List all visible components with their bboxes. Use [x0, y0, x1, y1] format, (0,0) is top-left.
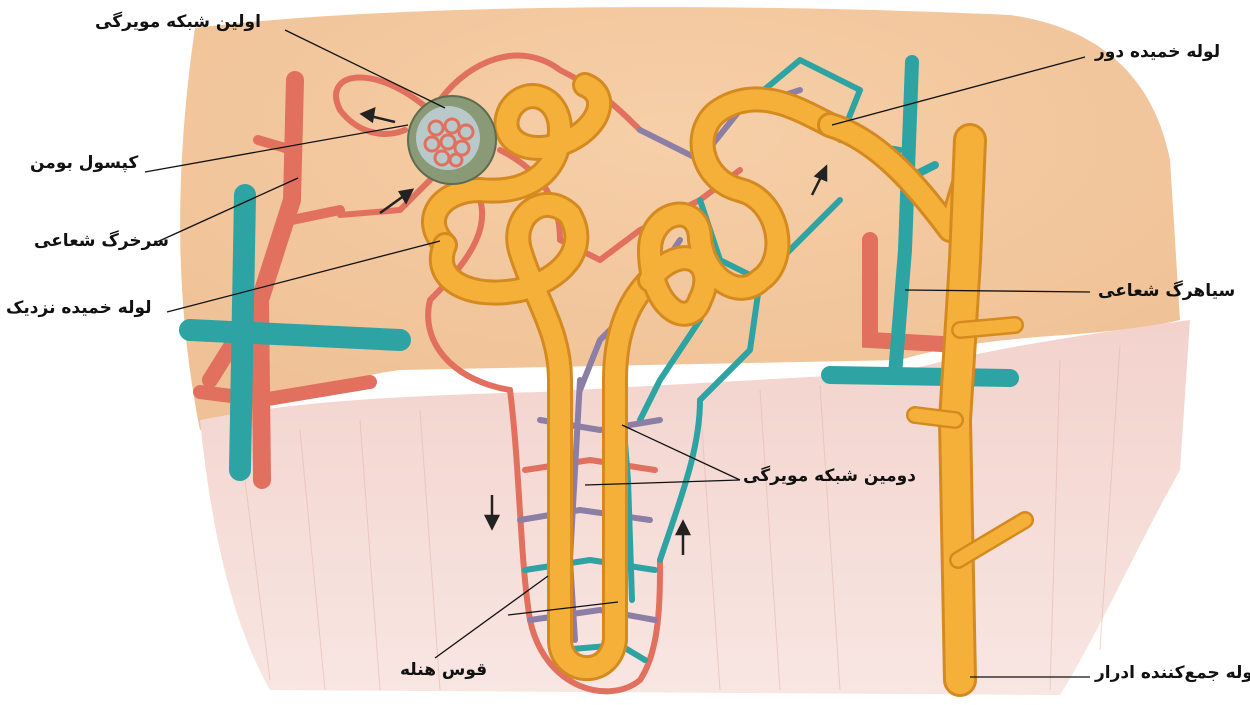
label-proximal-tubule: لوله خمیده نزدیک [6, 300, 152, 317]
bowman-capsule [408, 96, 496, 184]
label-second-capillary-network: دومین شبکه مویرگی [743, 468, 916, 485]
label-loop-of-henle: قوس هنله [400, 662, 487, 679]
label-first-capillary-network: اولین شبکه مویرگی [95, 14, 261, 31]
label-radial-artery: سرخرگ شعاعی [34, 233, 169, 250]
label-radial-vein: سیاهرگ شعاعی [1098, 283, 1235, 300]
label-collecting-duct: لوله جمع‌کننده ادرار [1095, 665, 1250, 682]
label-bowman-capsule: کپسول بومن [30, 155, 138, 172]
label-distal-tubule: لوله خمیده دور [1095, 44, 1220, 61]
